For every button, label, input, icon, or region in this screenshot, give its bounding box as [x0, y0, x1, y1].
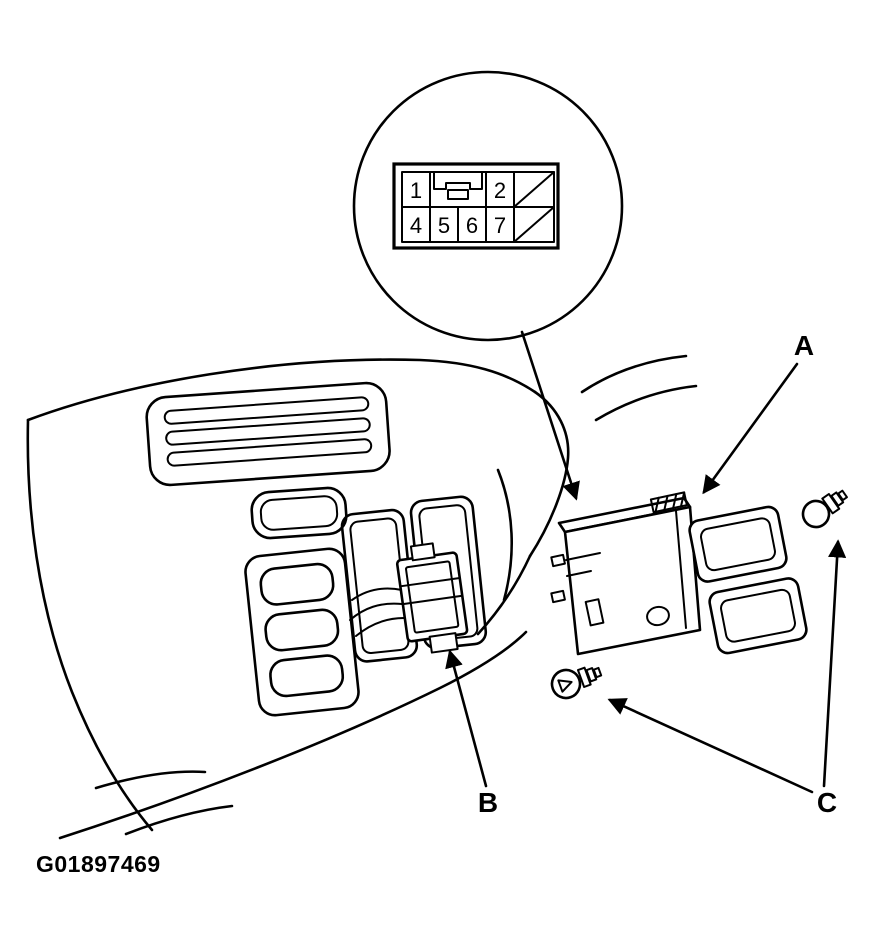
switch-face-step-lines — [565, 552, 601, 577]
dash-hood-edge — [528, 390, 570, 558]
connector-key — [433, 171, 483, 190]
rocker-bottom — [708, 577, 808, 655]
switch-face-divider — [675, 510, 687, 629]
dash-lower-trim-line-1 — [94, 770, 207, 790]
pin-label-4: 4 — [410, 213, 422, 238]
switch-blank — [264, 608, 340, 652]
wire — [355, 617, 405, 637]
hatched-cell-bottom — [513, 206, 555, 243]
label-c-arrow-right-bulb — [822, 539, 847, 788]
label-c: C — [817, 787, 837, 818]
hatched-cell-top — [513, 171, 555, 208]
connector-pinout: 1 2 4 5 6 7 — [392, 162, 560, 250]
pin-label-2: 2 — [494, 178, 506, 203]
label-b: B — [478, 787, 498, 818]
pin-label-7: 7 — [494, 213, 506, 238]
dash-upper-right-trim-1 — [580, 354, 688, 394]
switch-assembly — [550, 491, 808, 656]
bulb-cap-ridge — [592, 666, 603, 679]
rocker-top — [688, 505, 788, 583]
dash-pocket — [250, 486, 348, 540]
dash-lower-trim-line-2 — [124, 804, 234, 836]
vent-outline — [145, 381, 391, 487]
pinout-outer-border — [392, 162, 560, 250]
callout-arrow — [520, 330, 580, 501]
dash-vent-grille — [145, 381, 391, 487]
bulb-socket-left — [550, 666, 603, 700]
dash-center-edge — [496, 468, 514, 602]
dash-left-outer-edge — [26, 418, 154, 832]
connector-detail-lines — [399, 576, 464, 606]
pin-label-5: 5 — [438, 213, 450, 238]
vent-slat — [166, 438, 373, 467]
pin-label-1: 1 — [410, 178, 422, 203]
rocker-top-inner — [700, 517, 776, 572]
label-a: A — [794, 330, 814, 361]
vent-slat — [165, 417, 371, 446]
figure-id: G01897469 — [36, 851, 161, 877]
label-b-arrow — [445, 649, 488, 788]
wire — [351, 587, 403, 601]
harness-connector — [395, 542, 469, 654]
bulb-wedge-mark — [557, 679, 573, 693]
bulb-cap-ridge — [837, 489, 848, 502]
label-c-arrow-left-bulb — [607, 698, 814, 794]
socket-hatch — [654, 491, 686, 513]
switch-side-tab — [550, 589, 566, 604]
switch-side-tab — [550, 553, 566, 568]
connector-body-inner — [405, 560, 460, 634]
pocket-inner — [259, 495, 339, 531]
switch-mount-slot — [584, 598, 605, 627]
callout: 1 2 4 5 6 7 — [352, 70, 624, 501]
blank-switch-panel — [244, 547, 360, 717]
pin-label-6: 6 — [466, 213, 478, 238]
connector-latch — [409, 542, 436, 562]
vent-slat — [163, 396, 370, 425]
dashboard-line-art — [26, 354, 698, 840]
switch-front-face — [563, 505, 702, 656]
rocker-buttons — [688, 505, 808, 655]
pocket-outline — [250, 486, 348, 540]
panel-outline — [244, 547, 360, 717]
label-a-arrow — [702, 362, 799, 495]
rocker-bottom-inner — [720, 588, 796, 643]
dash-upper-right-trim-2 — [594, 384, 698, 422]
harness-wires — [349, 587, 405, 637]
bulb-socket-right — [801, 489, 848, 529]
bulb-hole — [646, 605, 670, 627]
dash-bottom-sweep — [58, 630, 528, 840]
switch-blank — [259, 562, 335, 606]
connector-key-bar — [447, 189, 469, 200]
connector-lower-tab — [428, 632, 459, 654]
switch-blank — [269, 654, 345, 698]
dash-top-contour — [26, 358, 537, 422]
switch-top-socket — [649, 491, 688, 514]
wire — [349, 602, 403, 621]
